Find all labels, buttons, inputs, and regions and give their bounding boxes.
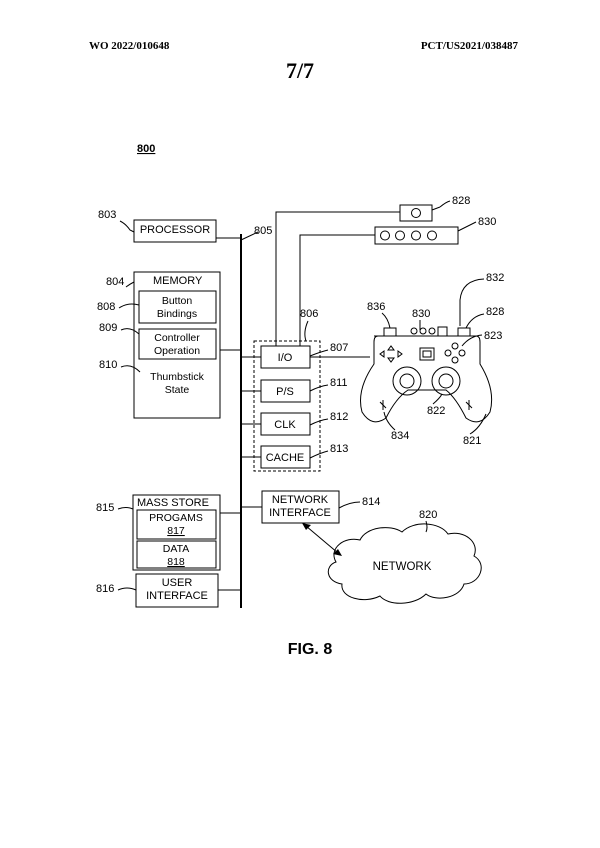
- programs-ref: 817: [167, 525, 185, 537]
- ref-803: 803: [98, 209, 116, 221]
- ref-808: 808: [97, 301, 115, 313]
- publication-number: WO 2022/010648: [89, 40, 170, 52]
- ref-813: 813: [330, 443, 348, 455]
- ref-823: 823: [484, 330, 502, 342]
- mass-store-block: MASS STORE PROGAMS 817 DATA 818: [132, 494, 221, 571]
- thumbstick-state-line2: State: [165, 384, 190, 396]
- ref-820: 820: [419, 509, 437, 521]
- clk-block: CLK: [260, 412, 311, 436]
- ref-816: 816: [96, 583, 114, 595]
- ref-810: 810: [99, 359, 117, 371]
- ref-809: 809: [99, 322, 117, 334]
- mass-store-label: MASS STORE: [137, 497, 209, 509]
- ref-804: 804: [106, 276, 124, 288]
- io-to-830-line: [299, 234, 375, 346]
- ref-828-top: 828: [452, 195, 470, 207]
- game-controller: [360, 326, 493, 423]
- sheet-number: 7/7: [285, 58, 315, 83]
- network-label: NETWORK: [373, 561, 432, 573]
- ref-807: 807: [330, 342, 348, 354]
- ref-836: 836: [367, 301, 385, 313]
- user-interface-line1: USER: [162, 577, 193, 589]
- network-link: [305, 525, 339, 554]
- leader-805: [240, 231, 259, 241]
- thumbstick-state-line1: Thumbstick: [150, 371, 204, 383]
- button-bindings-line2: Bindings: [157, 308, 197, 320]
- ref-828-controller: 828: [486, 306, 504, 318]
- network-interface-block: NETWORK INTERFACE: [261, 490, 340, 524]
- cache-block: CACHE: [260, 445, 311, 469]
- data-ref: 818: [167, 556, 185, 568]
- memory-block: MEMORY Button Bindings Controller Operat…: [133, 271, 221, 419]
- ref-805: 805: [254, 225, 272, 237]
- processor-block: PROCESSOR: [133, 219, 217, 243]
- ref-806: 806: [300, 308, 318, 320]
- programs-label: PROGAMS: [149, 512, 203, 524]
- light-bar-830: [374, 226, 459, 245]
- ref-830-controller: 830: [412, 308, 430, 320]
- user-interface-line2: INTERFACE: [146, 590, 208, 602]
- io-block: I/O: [260, 345, 311, 369]
- ref-830-top: 830: [478, 216, 496, 228]
- ref-832: 832: [486, 272, 504, 284]
- ref-834: 834: [391, 430, 409, 442]
- ps-block: P/S: [260, 379, 311, 403]
- data-label: DATA: [163, 543, 189, 555]
- memory-label: MEMORY: [153, 275, 203, 287]
- ref-815: 815: [96, 502, 114, 514]
- device-828: [399, 204, 441, 222]
- controller-operation-line2: Operation: [154, 345, 200, 357]
- ref-812: 812: [330, 411, 348, 423]
- network-interface-line1: NETWORK: [272, 494, 329, 506]
- network-interface-line2: INTERFACE: [269, 507, 331, 519]
- ref-814: 814: [362, 496, 380, 508]
- clk-label: CLK: [274, 419, 296, 431]
- figure-caption: FIG. 8: [288, 641, 333, 658]
- figure-ref: 800: [137, 143, 155, 155]
- io-group-806: [253, 340, 321, 472]
- network-cloud: [327, 523, 482, 604]
- ref-821: 821: [463, 435, 481, 447]
- application-number: PCT/US2021/038487: [420, 40, 518, 52]
- ps-label: P/S: [276, 386, 294, 398]
- button-bindings-line1: Button: [162, 295, 193, 307]
- cache-label: CACHE: [266, 452, 305, 464]
- processor-label: PROCESSOR: [140, 224, 210, 236]
- ref-822: 822: [427, 405, 445, 417]
- user-interface-block: USER INTERFACE: [135, 573, 219, 608]
- ref-811: 811: [330, 377, 348, 389]
- controller-operation-line1: Controller: [154, 332, 200, 344]
- io-label: I/O: [278, 352, 293, 364]
- io-to-828-line: [275, 211, 400, 346]
